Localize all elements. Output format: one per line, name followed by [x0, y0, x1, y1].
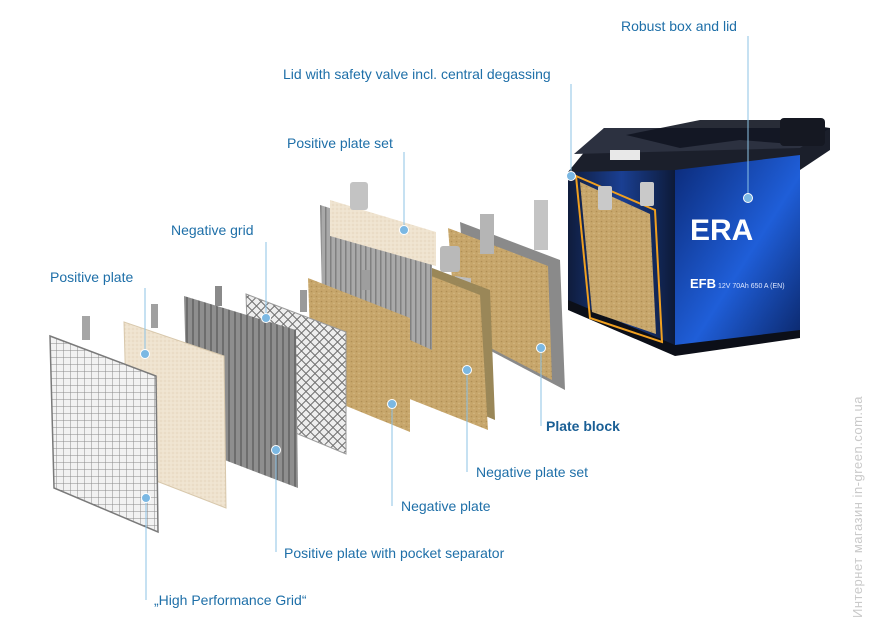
positive-plate-set [320, 182, 436, 350]
battery-spec: 12V 70Ah 650 A (EN) [718, 283, 785, 290]
dot-lid-valve [566, 171, 576, 181]
label-lid-valve: Lid with safety valve incl. central dega… [283, 66, 551, 82]
label-robust-box: Robust box and lid [621, 18, 737, 34]
label-negative-plate: Negative plate [401, 498, 491, 514]
dot-negative-plate [387, 399, 397, 409]
dot-positive-plate-set [399, 225, 409, 235]
battery-brand: ERA [690, 214, 753, 247]
label-positive-plate: Positive plate [50, 269, 134, 285]
label-pocket-separator: Positive plate with pocket separator [284, 545, 505, 561]
dot-positive-plate [140, 349, 150, 359]
label-negative-plate-set: Negative plate set [476, 464, 589, 480]
dot-robust-box [743, 193, 753, 203]
label-negative-grid: Negative grid [171, 222, 254, 238]
label-plate-block: Plate block [546, 418, 620, 434]
dot-hp-grid [141, 493, 151, 503]
leader-dots [140, 171, 753, 503]
battery-case: ERA EFB 12V 70Ah 650 A (EN) [568, 118, 830, 356]
watermark-text: Интернет магазин in-green.com.ua [850, 396, 865, 618]
dot-pocket-separator [271, 445, 281, 455]
label-positive-plate-set: Positive plate set [287, 135, 393, 151]
label-hp-grid: „High Performance Grid“ [154, 592, 307, 608]
battery-type-badge: EFB [690, 276, 716, 291]
high-performance-grid [49, 316, 159, 534]
dot-plate-block [536, 343, 546, 353]
dot-negative-plate-set [462, 365, 472, 375]
leader-lines [144, 36, 749, 600]
dot-negative-grid [261, 313, 271, 323]
